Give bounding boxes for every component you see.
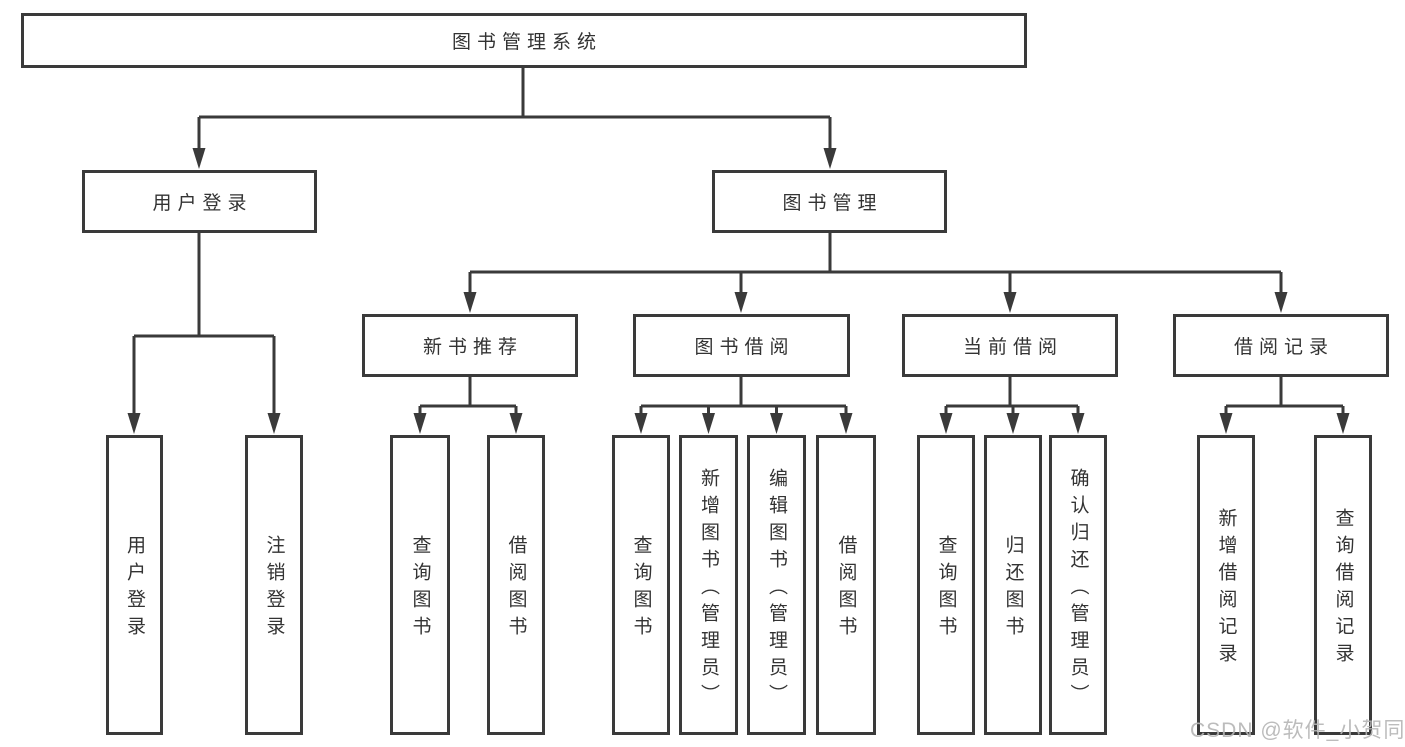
leaf-user-login: 用户登录 bbox=[106, 435, 163, 735]
leaf-borrow-books-borrowing: 借阅图书 bbox=[816, 435, 876, 735]
watermark-text: CSDN @软件_小贺同学 bbox=[1190, 719, 1405, 742]
node-current-borrowing: 当前借阅 bbox=[902, 314, 1118, 377]
leaf-query-borrow-record: 查询借阅记录 bbox=[1314, 435, 1372, 735]
leaf-add-book-admin: 新增图书（管理员） bbox=[679, 435, 738, 735]
leaf-query-books-borrowing: 查询图书 bbox=[612, 435, 670, 735]
node-borrowing-records: 借阅记录 bbox=[1173, 314, 1389, 377]
leaf-borrow-books-recommend: 借阅图书 bbox=[487, 435, 545, 735]
leaf-return-books: 归还图书 bbox=[984, 435, 1042, 735]
leaf-query-books-current: 查询图书 bbox=[917, 435, 975, 735]
leaf-confirm-return-admin: 确认归还（管理员） bbox=[1049, 435, 1107, 735]
node-library-system: 图书管理系统 bbox=[21, 13, 1027, 68]
node-book-borrowing: 图书借阅 bbox=[633, 314, 850, 377]
node-user-login: 用户登录 bbox=[82, 170, 317, 233]
leaf-logout: 注销登录 bbox=[245, 435, 303, 735]
node-book-management: 图书管理 bbox=[712, 170, 947, 233]
arrowheads bbox=[127, 148, 1350, 434]
leaf-edit-book-admin: 编辑图书（管理员） bbox=[747, 435, 806, 735]
leaf-add-borrow-record: 新增借阅记录 bbox=[1197, 435, 1255, 735]
node-new-book-recommend: 新书推荐 bbox=[362, 314, 578, 377]
leaf-query-books-recommend: 查询图书 bbox=[390, 435, 450, 735]
